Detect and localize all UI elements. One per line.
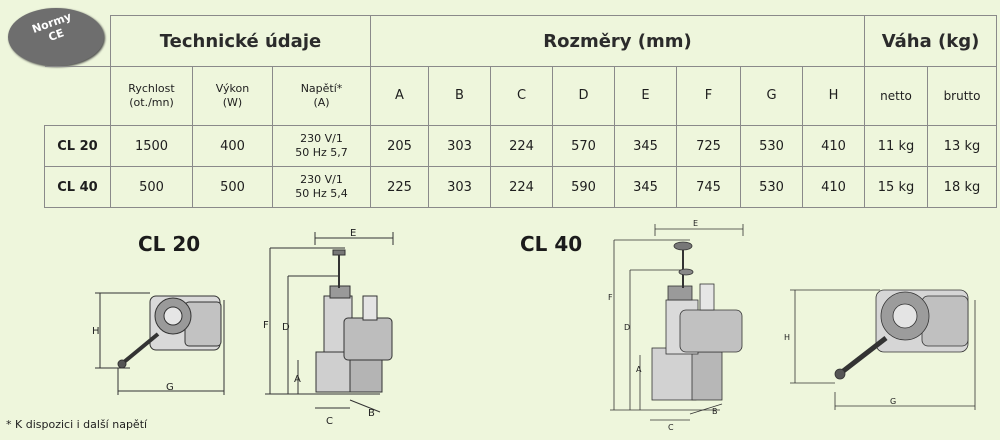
cl20-side-view	[265, 232, 394, 413]
cl40-label-c: C	[668, 423, 674, 432]
cl20-label-g: G	[166, 382, 174, 393]
cl40-label-g: G	[890, 397, 896, 406]
power-cell: 500	[192, 166, 273, 208]
col-dim-d: D	[552, 66, 615, 126]
cl40-label-h: H	[784, 333, 790, 342]
col-dim-e: E	[614, 66, 677, 126]
group-weight: Váha (kg)	[864, 15, 998, 67]
dim-f-cell: 725	[676, 125, 741, 167]
dim-f-cell: 745	[676, 166, 741, 208]
dim-c-cell: 224	[490, 125, 553, 167]
cl40-top-view	[790, 289, 976, 410]
cl40-title: CL 40	[520, 232, 583, 256]
brutto-cell: 13 kg	[927, 125, 998, 167]
cl20-label-f: F	[263, 320, 269, 331]
cl40-label-d: D	[624, 323, 630, 332]
cl20-label-d: D	[282, 322, 290, 333]
col-dim-f: F	[676, 66, 741, 126]
dim-a-cell: 225	[370, 166, 429, 208]
col-brutto: brutto	[927, 66, 998, 126]
spec-table: Technické údaje Rozměry (mm) Váha (kg) R…	[44, 15, 998, 208]
corner-cell	[44, 15, 111, 67]
cl40-label-b: B	[712, 407, 718, 416]
cl20-label-h: H	[92, 326, 100, 337]
cl20-label-c: C	[326, 416, 333, 427]
cl20-title: CL 20	[138, 232, 201, 256]
speed-cell: 1500	[110, 125, 193, 167]
col-dim-g: G	[740, 66, 803, 126]
dim-b-cell: 303	[428, 166, 491, 208]
cl40-label-e: E	[693, 219, 698, 228]
model-cell: CL 20	[44, 125, 111, 167]
dim-d-cell: 590	[552, 166, 615, 208]
footnote: * K dispozici i další napětí	[6, 418, 148, 431]
dim-d-cell: 570	[552, 125, 615, 167]
cl20-label-a: A	[294, 374, 301, 385]
dim-e-cell: 345	[614, 166, 677, 208]
col-power: Výkon(W)	[192, 66, 273, 126]
cl40-label-a: A	[636, 365, 642, 374]
col-netto: netto	[864, 66, 929, 126]
cl40-label-f: F	[608, 293, 613, 302]
model-cell: CL 40	[44, 166, 111, 208]
cl20-top-view	[95, 292, 225, 395]
dim-b-cell: 303	[428, 125, 491, 167]
brutto-cell: 18 kg	[927, 166, 998, 208]
col-dim-h: H	[801, 66, 866, 126]
dim-g-cell: 530	[740, 166, 803, 208]
dim-e-cell: 345	[614, 125, 677, 167]
group-tech: Technické údaje	[110, 15, 371, 67]
cl20-label-b: B	[368, 408, 375, 419]
netto-cell: 11 kg	[864, 125, 929, 167]
speed-cell: 500	[110, 166, 193, 208]
dim-h-cell: 410	[801, 166, 866, 208]
col-dim-b: B	[428, 66, 491, 126]
cl20-label-e: E	[350, 228, 356, 239]
cl40-side-view	[610, 224, 744, 421]
col-voltage: Napětí*(A)	[272, 66, 371, 126]
